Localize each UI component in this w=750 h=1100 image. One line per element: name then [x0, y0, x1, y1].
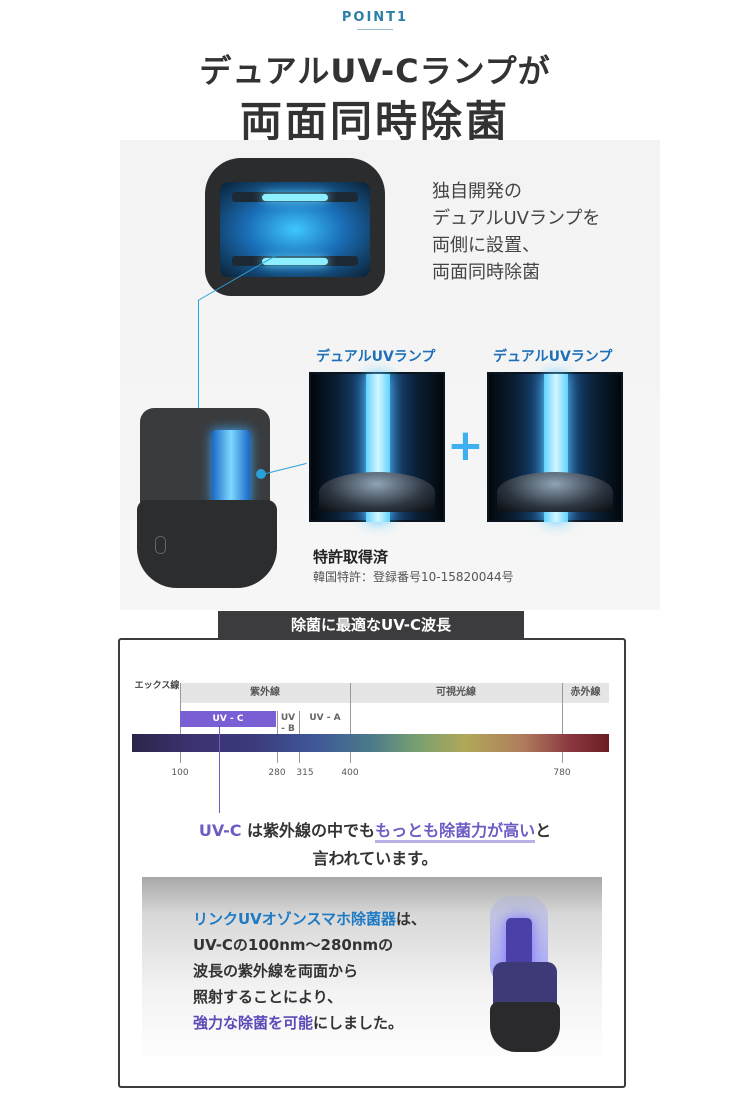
info-highlight: 強力な除菌を可能: [193, 1014, 314, 1032]
device-uv-window: [212, 430, 250, 506]
band-visible-label: 可視光線: [436, 687, 476, 698]
info-line-3: 波長の紫外線を両面から: [193, 962, 359, 980]
uvc-statement-line1: UV-C は紫外線の中でももっとも除菌力が高いと: [0, 817, 750, 843]
uvc-band: UV - C: [180, 711, 276, 727]
lamp-label-right: デュアルUVランプ: [493, 349, 613, 365]
band-background: [180, 683, 609, 703]
intro-text: 独自開発の デュアルUVランプを 両側に設置、 両面同時除菌: [432, 178, 600, 286]
band-ir-label: 赤外線: [570, 687, 601, 698]
info-text: リンクUVオゾンスマホ除菌器は、 UV-Cの100nm〜280nmの 波長の紫外…: [193, 906, 426, 1036]
intro-line: 独自開発の: [432, 181, 522, 202]
divider-400: [350, 683, 351, 763]
device-base-2: [490, 1002, 560, 1052]
uvb-label: UV - B: [280, 713, 296, 734]
lamp-glow-bottom: [262, 258, 328, 265]
device-base: [137, 500, 277, 588]
info-line-1: リンクUVオゾンスマホ除菌器は、: [193, 906, 426, 932]
uvc-term: UV-C: [198, 821, 242, 840]
tick-label: 780: [553, 768, 571, 778]
info-line-5: 強力な除菌を可能にしました。: [193, 1010, 426, 1036]
tick-label: 100: [171, 768, 189, 778]
lamp-reflector: [319, 472, 435, 512]
headline-line1: デュアルUV-Cランプが: [199, 52, 551, 90]
info-line-1-rest: は、: [396, 910, 427, 928]
uva-label: UV - A: [309, 713, 341, 723]
uvc-pointer-line: [219, 727, 220, 813]
band-xray-label: エックス線: [134, 681, 180, 691]
intro-line: デュアルUVランプを: [432, 208, 601, 229]
device-holder: [493, 962, 557, 1008]
patent-detail: 韓国特許：登録番号10-15820044号: [313, 570, 514, 584]
lamp-reflector: [497, 472, 613, 512]
tick-label: 280: [268, 768, 286, 778]
uvc-highlight: もっとも除菌力が高い: [375, 821, 536, 843]
lamp-photo-right: [487, 372, 623, 522]
uvc-statement-line2: 言われています。: [312, 849, 438, 868]
product-name: リンクUVオゾンスマホ除菌器: [193, 910, 397, 928]
patent-title: 特許取得済: [313, 548, 389, 566]
info-line-2: UV-Cの100nm〜280nmの: [193, 936, 394, 954]
lamp-photo-left: [309, 372, 445, 522]
point-underline: [357, 29, 393, 30]
tick-label: 400: [341, 768, 359, 778]
headline-line2: 両面同時除菌: [239, 97, 510, 146]
uvc-statement-part2: と: [535, 821, 552, 840]
band-uv-label: 紫外線: [250, 687, 280, 698]
intro-line: 両面同時除菌: [432, 262, 540, 283]
uvc-statement-part1: は紫外線の中でも: [241, 821, 376, 840]
device-power-button: [155, 536, 166, 554]
info-line-4: 照射することにより、: [193, 988, 343, 1006]
point-label: POINT1: [341, 10, 409, 25]
info-line-5-rest: にしました。: [313, 1014, 404, 1032]
connector-line: [198, 300, 199, 416]
lamp-glow-top: [262, 194, 328, 201]
connector-dot-2: [256, 469, 266, 479]
spectrum-gradient: [132, 734, 609, 752]
divider-780: [562, 683, 563, 763]
lamp-label-left: デュアルUVランプ: [316, 349, 436, 365]
section-header: 除菌に最適なUV-C波長: [218, 611, 524, 639]
intro-line: 両側に設置、: [432, 235, 540, 256]
plus-icon: +: [447, 420, 484, 471]
tick-label: 315: [296, 768, 314, 778]
